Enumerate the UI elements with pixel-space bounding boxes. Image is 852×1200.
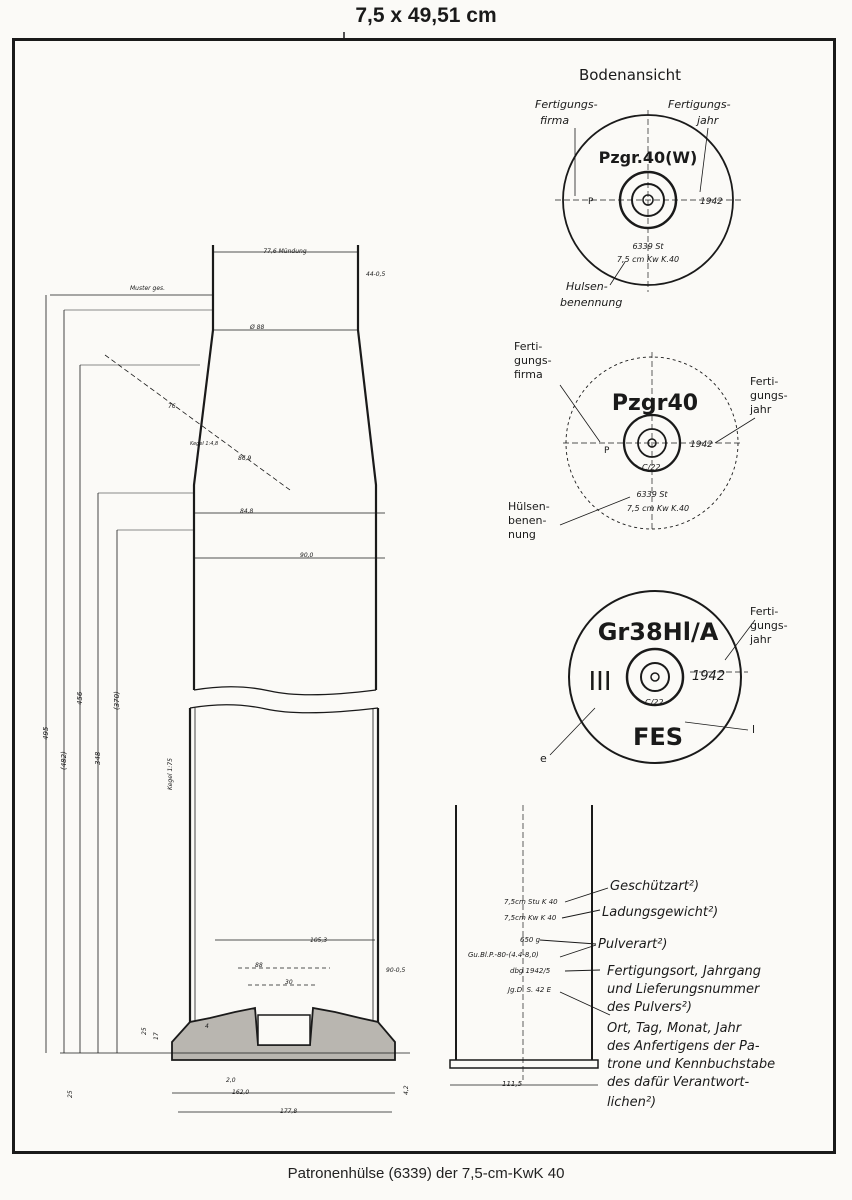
dim-900: 90,0 bbox=[300, 552, 314, 559]
dim-1778: 177,8 bbox=[280, 1108, 297, 1115]
view2-name-label-2: benen- bbox=[508, 514, 546, 527]
break-line-top bbox=[193, 686, 377, 696]
dim-17: 17 bbox=[153, 1032, 160, 1040]
dim-495: 495 bbox=[42, 726, 50, 740]
dim-76: 76 bbox=[168, 403, 176, 410]
view2-name-label-1: Hülsen- bbox=[508, 500, 550, 513]
view2-left-mark: P bbox=[604, 446, 610, 456]
label-date-1: Ort, Tag, Monat, Jahr bbox=[607, 1021, 743, 1036]
view2-maker-label-3: firma bbox=[514, 368, 543, 381]
view2-code-1: 6339 St bbox=[636, 490, 668, 499]
label-charge: Ladungsgewicht²) bbox=[602, 905, 718, 920]
view3-callout-e: e bbox=[540, 752, 547, 765]
dim-348: 348 bbox=[94, 751, 102, 765]
side-stamp-5: dbg 1942/5 bbox=[510, 967, 551, 975]
view1-code-1: 6339 St bbox=[632, 242, 664, 251]
view2-year-label-2: gungs- bbox=[750, 389, 788, 402]
view1-year: 1942 bbox=[700, 197, 723, 207]
view2-name-label-3: nung bbox=[508, 528, 536, 541]
dim-25b: 25 bbox=[67, 1090, 74, 1098]
view1-name-label-2: benennung bbox=[560, 296, 622, 309]
figure-caption: Patronenhülse (6339) der 7,5-cm-KwK 40 bbox=[287, 1165, 565, 1182]
side-stamp-1: 7,5cm Stu K 40 bbox=[504, 898, 558, 906]
dim-370: (370) bbox=[113, 691, 121, 710]
dim-42: 4,2 bbox=[403, 1085, 410, 1095]
dim-mouth: 77,6 Mündung bbox=[263, 248, 306, 255]
side-stamp-4: Gu.Bl.P.-80-(4.4-8,0) bbox=[468, 951, 539, 959]
side-stamp-3: 650 g bbox=[520, 936, 541, 944]
base-view-heading: Bodenansicht bbox=[579, 66, 681, 84]
label-place-3: des Pulvers²) bbox=[607, 1000, 692, 1015]
dim-4: 4 bbox=[205, 1023, 209, 1030]
view2-primer: C/22 bbox=[642, 463, 660, 472]
primer-pocket bbox=[257, 1014, 311, 1046]
dim-44: 44-0,5 bbox=[366, 271, 386, 278]
label-place-1: Fertigungsort, Jahrgang bbox=[607, 964, 761, 979]
view1-maker-label-1: Fertigungs- bbox=[535, 98, 598, 111]
label-date-5: lichen²) bbox=[607, 1095, 656, 1110]
dim-88: Ø 88 bbox=[249, 324, 264, 331]
view3-year-label-3: jahr bbox=[749, 633, 772, 646]
dim-30: 30 bbox=[285, 979, 293, 986]
view2-maker-label-2: gungs- bbox=[514, 354, 552, 367]
base-view-3: Gr38Hl/A III 1942 C/22 FES Ferti- gungs-… bbox=[540, 590, 788, 765]
view1-name-label-1: Hulsen- bbox=[566, 280, 608, 293]
view3-bottom-mark: FES bbox=[633, 723, 683, 751]
case-cross-section: 77,6 Mündung 44-0,5 Muster ges. Ø 88 76 … bbox=[42, 245, 410, 1115]
break-line-bottom bbox=[189, 704, 379, 714]
view2-stamp-top: Pzgr40 bbox=[612, 391, 698, 416]
view1-stamp-top: Pzgr.40(W) bbox=[599, 148, 698, 167]
side-dim-bottom: 111,5 bbox=[502, 1080, 523, 1088]
dim-482: (482) bbox=[60, 751, 68, 770]
dim-muster: Muster ges. bbox=[130, 285, 165, 292]
base-view-2: Pzgr40 P 1942 C/22 6339 St 7,5 cm Kw K.4… bbox=[508, 340, 788, 541]
view1-left-mark: P bbox=[588, 197, 594, 207]
view3-left-mark: III bbox=[588, 667, 611, 697]
base-view-1: Bodenansicht Pzgr.40(W) P 1942 6339 St 7… bbox=[535, 66, 742, 309]
label-date-2: des Anfertigens der Pa- bbox=[607, 1039, 760, 1054]
dim-taper-48: Kegel 1:4,8 bbox=[190, 441, 218, 447]
view1-code-2: 7,5 cm Kw K.40 bbox=[617, 255, 679, 264]
dim-1620: 162,0 bbox=[232, 1089, 249, 1096]
view1-year-label-1: Fertigungs- bbox=[668, 98, 731, 111]
drawing-title: 7,5 x 49,51 cm bbox=[355, 4, 497, 27]
dim-90: 90-0,5 bbox=[386, 967, 406, 974]
dim-20: 2,0 bbox=[226, 1077, 236, 1084]
view3-primer: C/22 bbox=[645, 698, 663, 707]
view2-maker-label-1: Ferti- bbox=[514, 340, 542, 353]
label-place-2: und Lieferungsnummer bbox=[607, 982, 761, 997]
view2-year: 1942 bbox=[690, 440, 713, 450]
dim-88b: 88 bbox=[255, 962, 263, 969]
view1-year-label-2: jahr bbox=[695, 114, 720, 127]
view2-year-label-1: Ferti- bbox=[750, 375, 778, 388]
case-wall-left-upper bbox=[192, 245, 215, 690]
dim-869: 86,9 bbox=[238, 455, 252, 462]
view1-maker-label-2: firma bbox=[540, 114, 569, 127]
side-stamp-2: 7,5cm Kw K 40 bbox=[504, 914, 557, 922]
view3-callout-l: l bbox=[752, 723, 755, 736]
dim-456: 456 bbox=[76, 691, 84, 705]
dim-848: 84,8 bbox=[240, 508, 254, 515]
view3-year-label-2: gungs- bbox=[750, 619, 788, 632]
view3-year: 1942 bbox=[692, 669, 725, 684]
dim-taper-75: Kegel 1:75 bbox=[167, 758, 174, 790]
view3-year-label-1: Ferti- bbox=[750, 605, 778, 618]
view2-year-label-3: jahr bbox=[749, 403, 772, 416]
dim-1053: 105,3 bbox=[310, 937, 327, 944]
label-gun: Geschützart²) bbox=[610, 879, 699, 894]
case-side-view: 111,5 7,5cm Stu K 40 7,5cm Kw K 40 650 g… bbox=[449, 805, 775, 1110]
case-base-section bbox=[171, 1006, 396, 1061]
view3-stamp-top: Gr38Hl/A bbox=[598, 618, 719, 646]
case-wall-right-upper bbox=[356, 245, 378, 690]
label-date-4: des dafür Verantwort- bbox=[607, 1075, 749, 1090]
dim-25: 25 bbox=[141, 1027, 148, 1035]
drawing-frame bbox=[12, 38, 836, 1154]
label-powder: Pulverart²) bbox=[598, 937, 667, 952]
view2-code-2: 7,5 cm Kw K.40 bbox=[627, 504, 689, 513]
label-date-3: trone und Kennbuchstabe bbox=[607, 1057, 775, 1072]
side-stamp-6: Jg.D. S. 42 E bbox=[506, 986, 552, 994]
